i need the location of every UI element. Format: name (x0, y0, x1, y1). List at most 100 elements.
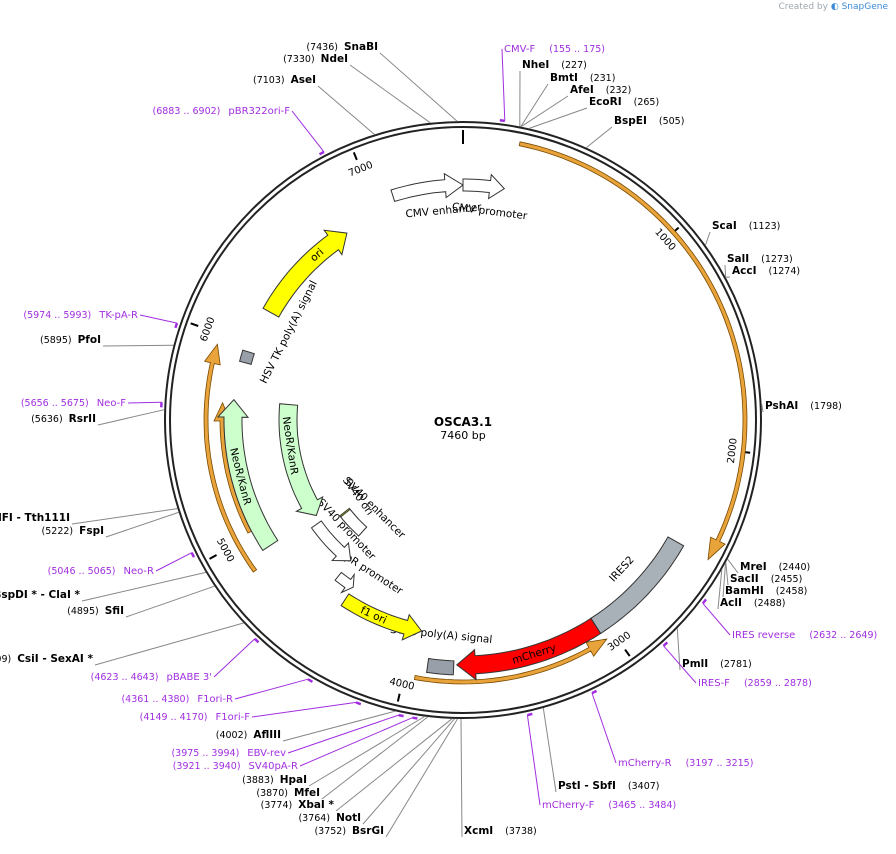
tick-mark-7000 (354, 152, 357, 159)
site-position: (7436) (306, 42, 338, 53)
primer-range: (5046 .. 5065) (48, 566, 116, 577)
site-name: MreI (740, 561, 767, 573)
site-leader-line (72, 509, 177, 524)
site-label: (4709)CsiI - SexAI * (0, 653, 93, 665)
primer-binding-mark (308, 679, 312, 682)
primer-pbr322ori-f[interactable]: (6883 .. 6902)pBR322ori-F (153, 106, 324, 154)
primer-binding-mark (399, 715, 404, 716)
primer-name: pBR322ori-F (228, 106, 290, 117)
feature-hsv-tk-poly-a-signal[interactable] (240, 350, 255, 364)
primer-range: (3921 .. 3940) (173, 761, 241, 772)
site-rsrii[interactable]: (5636)RsrII (31, 410, 164, 425)
feature-cmv-promoter[interactable] (463, 175, 504, 199)
primer-name: SV40pA-R (249, 761, 298, 772)
primer-binding-mark (192, 553, 194, 558)
primer-leader-line (140, 315, 177, 323)
site-position: (4895) (67, 606, 99, 617)
site-label: PstI - SbfI(3407) (558, 780, 660, 792)
site-name: NotI (336, 812, 361, 824)
primer-binding-mark (175, 323, 177, 328)
primer-f1ori-r[interactable]: (4361 .. 4380)F1ori-R (121, 679, 312, 705)
feature-ampr-promoter[interactable] (335, 572, 354, 592)
feature-cmv-enhancer[interactable] (391, 174, 463, 202)
primer-name: pBABE 3' (166, 672, 212, 683)
primer-range: (5974 .. 5993) (23, 310, 91, 321)
site-label: (7330)NdeI (283, 53, 348, 65)
site-label: MreI(2440) (740, 561, 810, 573)
site-position: (4002) (216, 730, 248, 741)
primer-binding-mark (703, 599, 706, 603)
site-leader-line (98, 410, 164, 425)
primer-leader-line (128, 402, 162, 403)
primer-label: (5656 .. 5675)Neo-F (21, 398, 126, 409)
site-name: XcmI (464, 825, 493, 837)
site-label: SalI(1273) (727, 253, 793, 265)
site-name: AseI (291, 74, 316, 86)
primer-name: IRES-F (698, 678, 730, 689)
site-position: (1123) (749, 221, 781, 232)
site-position: (5222) (42, 526, 74, 537)
site-label: (4002)AflIII (216, 729, 281, 741)
site-ndei[interactable]: (7330)NdeI (283, 53, 430, 123)
primer-leader-line (156, 553, 192, 571)
site-name: PfoI (78, 334, 101, 346)
feature-label-ires2: IRES2 (607, 554, 637, 584)
site-name: SfiI (105, 605, 124, 617)
primer-neo-r[interactable]: (5046 .. 5065)Neo-R (48, 553, 194, 577)
primer-leader-line (235, 679, 308, 699)
primer-tk-pa-r[interactable]: (5974 .. 5993)TK-pA-R (23, 310, 177, 328)
primer-leader-line (592, 693, 616, 763)
site-pshai[interactable]: PshAI(1798) (762, 400, 842, 412)
site-asei[interactable]: (7103) AseI (253, 74, 374, 134)
feature-sv40-poly-a-signal[interactable] (427, 659, 454, 675)
site-leader-line (126, 586, 215, 617)
site-name: NdeI (321, 53, 348, 65)
tick-label-6000: 6000 (199, 316, 218, 344)
primer-name: mCherry-R (618, 758, 672, 769)
site-label: (3883)HpaI (242, 774, 307, 786)
snapgene-label: SnapGene (842, 2, 888, 12)
created-by-label: Created by (778, 2, 828, 12)
feature-label-cmv-promoter: CMV promoter (451, 201, 528, 222)
site-leader-line (350, 65, 430, 123)
site-label: (5238)PflFI - Tth111I (0, 512, 70, 524)
site-label: (5222)FspI (42, 525, 104, 537)
site-scai[interactable]: ScaI(1123) (706, 220, 781, 245)
site-label: (7436)SnaBI (306, 41, 378, 53)
primer-leader-line (502, 49, 505, 121)
plasmid-name: OSCA3.1 (434, 415, 492, 429)
site-position: (7103) (253, 75, 285, 86)
primer-neo-f[interactable]: (5656 .. 5675)Neo-F (21, 398, 162, 409)
feature-ires2[interactable] (591, 537, 684, 634)
site-leader-line (380, 53, 457, 121)
site-label: BamHI(2458) (725, 585, 807, 597)
primer-name: IRES reverse (732, 630, 795, 641)
site-bspei[interactable]: BspEI(505) (586, 115, 684, 148)
site-leader-line (283, 711, 395, 741)
primer-name: CMV-F (504, 44, 535, 55)
site-label: AclI(2488) (720, 597, 785, 609)
primer-sv40pa-r[interactable]: (3921 .. 3940) SV40pA-R (173, 718, 418, 772)
site-acci[interactable]: AccI(1274) (726, 265, 800, 277)
primer-binding-mark (500, 120, 505, 121)
site-mrei[interactable]: MreI(2440) (728, 559, 811, 573)
site-position: (4709) (0, 654, 11, 665)
primer-f1ori-f[interactable]: (4149 .. 4170)F1ori-F (140, 702, 361, 723)
site-label: NheI(227) (522, 59, 587, 71)
site-position: (265) (634, 97, 660, 108)
site-pfoi[interactable]: (5895)PfoI (40, 334, 173, 346)
primer-pbabe-3[interactable]: (4623 .. 4643)pBABE 3' (91, 639, 259, 683)
primer-label: mCherry-R(3197 .. 3215) (618, 758, 753, 769)
site-position: (3764) (298, 813, 330, 824)
primer-name: Neo-F (97, 398, 127, 409)
tick-mark-6000 (191, 323, 199, 326)
site-xcmi[interactable]: XcmI (3738) (461, 719, 537, 837)
primer-label: (5046 .. 5065)Neo-R (48, 566, 154, 577)
primer-mcherry-r[interactable]: mCherry-R(3197 .. 3215) (592, 691, 753, 769)
site-leader-line (543, 708, 556, 792)
site-position: (3738) (505, 826, 537, 837)
site-csii-sexai[interactable]: (4709)CsiI - SexAI * (0, 623, 244, 665)
tick-mark-3000 (625, 650, 630, 657)
site-sfii[interactable]: (4895) SfiI (67, 586, 214, 617)
